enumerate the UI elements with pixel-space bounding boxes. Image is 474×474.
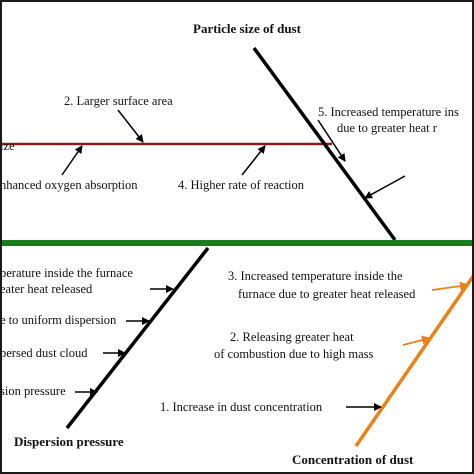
- concentration-of-dust-title: Concentration of dust: [292, 452, 414, 467]
- top-bone: [252, 46, 397, 242]
- label-bl-temperature-2: eater heat released: [0, 282, 93, 296]
- label-increased-temperature-2: due to greater heat r: [337, 121, 437, 135]
- label-bl-temperature-1: perature inside the furnace: [0, 266, 133, 280]
- label-size-fragment: ize: [0, 139, 15, 153]
- arrow-2-larger-surface: [117, 109, 144, 143]
- arrow-5-increased-temp: [317, 119, 346, 162]
- label-larger-surface-area: 2. Larger surface area: [64, 94, 173, 108]
- dispersion-bone: [65, 246, 210, 430]
- green-divider: [0, 240, 474, 246]
- label-br-releasing-heat-2: of combustion due to high mass: [214, 347, 374, 361]
- dispersion-pressure-title: Dispersion pressure: [14, 434, 124, 449]
- label-bl-dispersed-cloud: persed dust cloud: [0, 346, 88, 360]
- arrow-br-2: [402, 335, 431, 346]
- label-br-releasing-heat-1: 2. Releasing greater heat: [230, 330, 354, 344]
- arrow-4-reaction: [241, 145, 266, 176]
- label-br-temperature-1: 3. Increased temperature inside the: [228, 269, 403, 283]
- arrow-br-1: [431, 281, 469, 291]
- label-br-temperature-2: furnace due to greater heat released: [238, 287, 416, 301]
- arrow-to-top-bone: [364, 175, 406, 199]
- concentration-bone: [354, 274, 474, 447]
- label-br-increase-concentration: 1. Increase in dust concentration: [160, 400, 323, 414]
- arrow-3-oxygen: [61, 145, 83, 176]
- label-increased-temperature-1: 5. Increased temperature ins: [318, 105, 459, 119]
- label-higher-rate-reaction: 4. Higher rate of reaction: [178, 178, 304, 192]
- label-bl-uniform-dispersion: e to uniform dispersion: [0, 313, 117, 327]
- label-enhanced-oxygen: nhanced oxygen absorption: [0, 178, 138, 192]
- label-bl-dispersion-pressure: sion pressure: [0, 384, 66, 398]
- top-title: Particle size of dust: [193, 21, 301, 36]
